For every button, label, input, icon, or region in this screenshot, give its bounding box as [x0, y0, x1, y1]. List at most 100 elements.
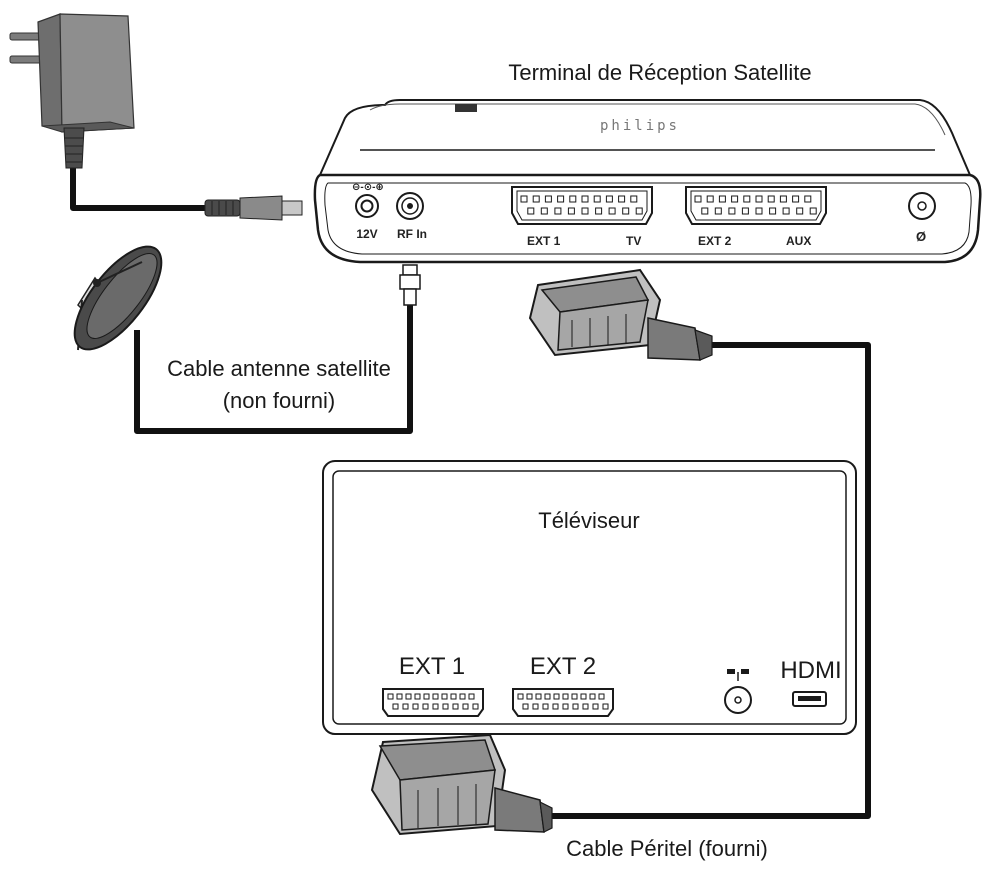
- scart-pin: [535, 693, 542, 700]
- satellite-cable-note: (non fourni): [223, 388, 336, 413]
- satellite-cable-label: Cable antenne satellite: [167, 356, 391, 381]
- scart-pin: [462, 703, 469, 710]
- scart-pin: [804, 195, 812, 203]
- ext2-label: EXT 2: [698, 234, 732, 248]
- scart-pin: [441, 693, 448, 700]
- scart-pin: [581, 207, 589, 215]
- scart-pin: [581, 195, 589, 203]
- scart-pin: [526, 693, 533, 700]
- scart-pin: [450, 693, 457, 700]
- stb-scart-ext1: EXT 1 TV: [511, 186, 653, 248]
- power-cable: [70, 165, 205, 211]
- tv-antenna-port: [724, 669, 752, 714]
- receiver-brand: philips: [600, 118, 680, 134]
- scart-pin: [396, 693, 403, 700]
- scart-pin: [608, 207, 616, 215]
- satellite-receiver: philips ⊖-⊙-⊕ 12V RF In EXT 1 TV: [313, 99, 982, 264]
- scart-pin: [553, 693, 560, 700]
- scart-cable-label: Cable Péritel (fourni): [566, 836, 768, 861]
- tv-ext2-label: EXT 2: [530, 653, 596, 680]
- scart-pin: [779, 195, 787, 203]
- scart-pin: [593, 195, 601, 203]
- scart-pin: [544, 195, 552, 203]
- scart-pin: [542, 703, 549, 710]
- scart-pin: [414, 693, 421, 700]
- stb-right-jack: Ø: [908, 192, 936, 244]
- scart-pin: [432, 693, 439, 700]
- scart-pin: [569, 195, 577, 203]
- scart-pin: [598, 693, 605, 700]
- scart-pin: [432, 703, 439, 710]
- scart-pin: [630, 195, 638, 203]
- scart-pin: [580, 693, 587, 700]
- scart-pin: [544, 693, 551, 700]
- scart-pin: [557, 195, 565, 203]
- scart-cable: [535, 342, 871, 819]
- scart-pin: [520, 195, 528, 203]
- aux-label: AUX: [786, 234, 811, 248]
- scart-pin: [731, 195, 739, 203]
- satellite-cable: [134, 305, 413, 434]
- tv-scart-ext1: EXT 1: [382, 653, 484, 717]
- scart-pin: [592, 703, 599, 710]
- tv-hdmi-port: HDMI: [780, 657, 842, 707]
- rf-in-port: RF In: [396, 192, 427, 241]
- scart-pin: [718, 195, 726, 203]
- scart-pin: [694, 195, 702, 203]
- hdmi-label: HDMI: [780, 657, 841, 684]
- receiver-title: Terminal de Réception Satellite: [508, 60, 811, 85]
- scart-pin: [755, 195, 763, 203]
- scart-pin: [517, 693, 524, 700]
- scart-pin: [741, 207, 749, 215]
- scart-pin: [532, 703, 539, 710]
- scart-pin: [562, 703, 569, 710]
- scart-pin: [582, 703, 589, 710]
- scart-pin: [605, 195, 613, 203]
- scart-pin: [562, 693, 569, 700]
- scart-pin: [402, 703, 409, 710]
- ext1-label: EXT 1: [527, 234, 561, 248]
- antenna-icon: [727, 669, 735, 674]
- satellite-dish: [73, 245, 163, 351]
- scart-pin: [589, 693, 596, 700]
- scart-pin: [452, 703, 459, 710]
- rf-connector: [399, 264, 421, 306]
- optical-icon: Ø: [916, 229, 926, 244]
- scart-pin: [595, 207, 603, 215]
- power-adapter: [9, 13, 135, 169]
- scart-pin: [769, 207, 777, 215]
- power-port-label: 12V: [356, 227, 377, 241]
- tv-title: Téléviseur: [538, 508, 639, 533]
- scart-pin: [767, 195, 775, 203]
- scart-pin: [796, 207, 804, 215]
- scart-pin: [552, 703, 559, 710]
- scart-pin: [635, 207, 643, 215]
- power-jack-port: ⊖-⊙-⊕ 12V: [352, 182, 384, 241]
- scart-pin: [532, 195, 540, 203]
- tv-ext1-label: EXT 1: [399, 653, 465, 680]
- scart-pin: [571, 693, 578, 700]
- scart-pin: [554, 207, 562, 215]
- scart-pin: [412, 703, 419, 710]
- scart-pin: [706, 195, 714, 203]
- scart-pin: [809, 207, 817, 215]
- tv-label: TV: [626, 234, 641, 248]
- television: Téléviseur EXT 1 EXT 2 HDMI: [322, 460, 857, 735]
- scart-pin: [442, 703, 449, 710]
- scart-pin: [618, 195, 626, 203]
- scart-pin: [392, 703, 399, 710]
- scart-pin: [743, 195, 751, 203]
- scart-pin: [728, 207, 736, 215]
- scart-pin: [522, 703, 529, 710]
- scart-pin: [472, 703, 479, 710]
- tv-scart-ext2: EXT 2: [512, 653, 614, 717]
- dc-plug: [204, 195, 303, 221]
- scart-pin: [459, 693, 466, 700]
- scart-pin: [602, 703, 609, 710]
- scart-pin: [387, 693, 394, 700]
- rf-in-label: RF In: [397, 227, 427, 241]
- scart-pin: [527, 207, 535, 215]
- scart-pin: [572, 703, 579, 710]
- scart-pin: [701, 207, 709, 215]
- scart-pin: [567, 207, 575, 215]
